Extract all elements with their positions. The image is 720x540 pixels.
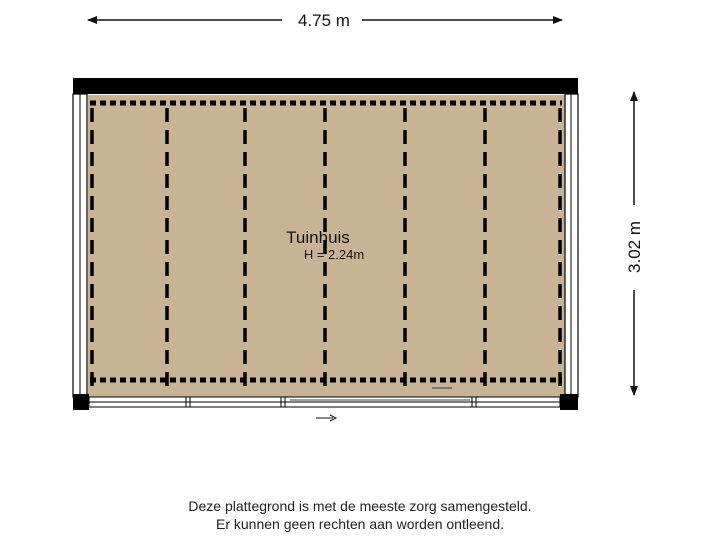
room-name: Tuinhuis	[286, 228, 350, 247]
top-wall	[73, 78, 578, 94]
height-dimension-label: 3.02 m	[625, 221, 644, 273]
width-dimension: 4.75 m	[87, 11, 563, 30]
disclaimer: Deze plattegrond is met de meeste zorg s…	[0, 497, 720, 533]
disclaimer-line-1: Deze plattegrond is met de meeste zorg s…	[188, 498, 532, 514]
height-dimension: 3.02 m	[625, 91, 644, 396]
width-dimension-label: 4.75 m	[298, 11, 350, 30]
corner-post-left	[73, 394, 89, 410]
room-height: H = 2.24m	[304, 247, 364, 262]
corner-post-right	[560, 394, 578, 410]
floor-boards	[90, 100, 562, 392]
walls	[72, 78, 579, 410]
bottom-wall-windows	[88, 396, 561, 408]
right-arrow-icon	[316, 414, 338, 422]
disclaimer-line-2: Er kunnen geen rechten aan worden ontlee…	[216, 516, 504, 532]
